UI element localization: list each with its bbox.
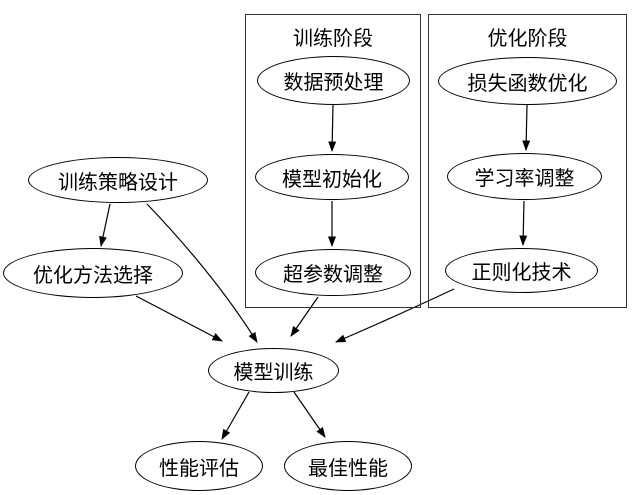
edge-model-training-to-performance-eval <box>221 391 250 440</box>
node-hyperparameter-tuning: 超参数调整 <box>255 249 411 296</box>
edge-model-training-to-best-performance <box>293 391 326 438</box>
edge-training-strategy-to-optimization-method <box>99 203 111 247</box>
cluster-optimization-phase: 优化阶段 <box>428 14 627 308</box>
edge-learning-rate-to-regularization <box>519 200 528 246</box>
node-data-preprocessing: 数据预处理 <box>257 56 410 105</box>
edge-optimization-method-to-model-training <box>135 295 223 342</box>
cluster-training-phase: 训练阶段 <box>245 14 421 308</box>
edge-loss-optimization-to-learning-rate <box>522 104 531 151</box>
node-performance-evaluation: 性能评估 <box>135 441 263 491</box>
node-optimization-method-selection: 优化方法选择 <box>3 248 183 298</box>
cluster-training-phase-title: 训练阶段 <box>293 28 373 50</box>
node-regularization-technique: 正则化技术 <box>445 248 598 293</box>
node-model-initialization: 模型初始化 <box>255 154 409 200</box>
edge-regularization-to-model-training <box>335 288 455 343</box>
node-model-training: 模型训练 <box>208 348 339 393</box>
node-loss-function-optimization: 损失函数优化 <box>438 57 617 105</box>
cluster-optimization-phase-title: 优化阶段 <box>487 28 568 50</box>
node-training-strategy-design: 训练策略设计 <box>28 157 208 203</box>
node-best-performance: 最佳性能 <box>284 441 412 491</box>
edge-hyperparam-tuning-to-model-training <box>290 296 319 337</box>
edge-data-preprocessing-to-model-init <box>328 104 337 152</box>
edge-training-strategy-to-model-training <box>146 203 258 343</box>
node-learning-rate-adjustment: 学习率调整 <box>447 153 602 200</box>
